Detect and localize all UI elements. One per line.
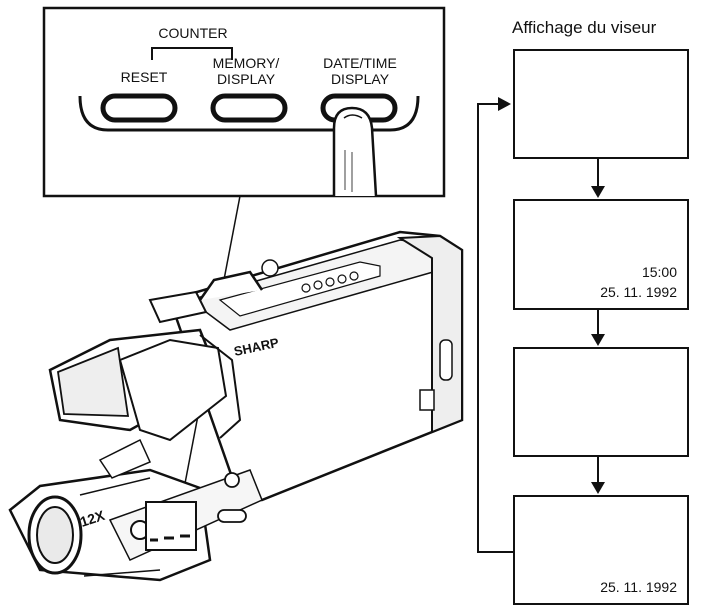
viewfinder-screen-3	[513, 347, 689, 457]
reset-button[interactable]	[100, 93, 178, 123]
memory-display-button[interactable]	[210, 93, 288, 123]
viewfinder-screen-4: 25. 11. 1992	[513, 495, 689, 605]
memory-label-line2: DISPLAY	[217, 71, 276, 87]
screen-time: 15:00	[641, 264, 677, 280]
datetime-label-line1: DATE/TIME	[323, 55, 397, 71]
reset-label: RESET	[121, 69, 168, 85]
counter-label: COUNTER	[158, 25, 227, 41]
viewfinder-title: Affichage du viseur	[512, 18, 657, 37]
flow-arrows	[477, 97, 605, 553]
screen-date: 25. 11. 1992	[600, 284, 677, 300]
memory-label-line1: MEMORY/	[213, 55, 280, 71]
finger-icon	[332, 106, 378, 197]
screen-date: 25. 11. 1992	[600, 579, 677, 595]
button-panel-callout: COUNTER RESET MEMORY/ DISPLAY DATE/TIME …	[42, 6, 446, 198]
zoom-label: 12X	[78, 507, 107, 530]
viewfinder-screen-1	[513, 49, 689, 159]
camcorder-icon	[8, 230, 464, 582]
datetime-label-line2: DISPLAY	[331, 71, 390, 87]
viewfinder-screen-2: 15:00 25. 11. 1992	[513, 199, 689, 310]
